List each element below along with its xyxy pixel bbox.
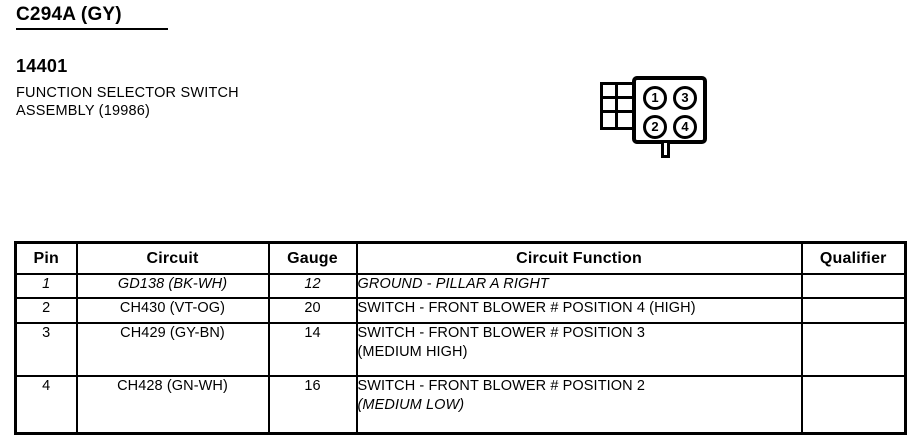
- function-line: SWITCH - FRONT BLOWER # POSITION 2: [357, 378, 646, 394]
- cell-function: SWITCH - FRONT BLOWER # POSITION 4 (HIGH…: [355, 297, 803, 324]
- table-row: 2 CH430 (VT-OG) 20 SWITCH - FRONT BLOWER…: [14, 297, 907, 324]
- cell-gauge: 16: [267, 375, 358, 435]
- table-row: 4 CH428 (GN-WH) 16 SWITCH - FRONT BLOWER…: [14, 375, 907, 435]
- part-description-line-2: ASSEMBLY (19986): [16, 103, 151, 119]
- grid-cell: [618, 85, 633, 99]
- connector-diagram: 1 3 2 4: [596, 70, 716, 165]
- connector-grid-block: [600, 82, 636, 130]
- cell-pin: 3: [14, 322, 78, 377]
- table-row: 3 CH429 (GY-BN) 14 SWITCH - FRONT BLOWER…: [14, 322, 907, 377]
- cell-circuit: GD138 (BK-WH): [75, 273, 270, 299]
- table-row: 1 GD138 (BK-WH) 12 GROUND - PILLAR A RIG…: [14, 273, 907, 299]
- cell-pin: 2: [14, 297, 78, 324]
- grid-cell: [603, 113, 618, 127]
- part-description: FUNCTION SELECTOR SWITCH ASSEMBLY (19986…: [16, 84, 239, 120]
- cell-function: GROUND - PILLAR A RIGHT: [355, 273, 803, 299]
- grid-cell: [618, 99, 633, 113]
- cell-gauge: 14: [267, 322, 358, 377]
- cell-qualifier: [800, 297, 907, 324]
- grid-cell: [603, 85, 618, 99]
- connector-pin-4: 4: [673, 115, 697, 139]
- part-description-line-1: FUNCTION SELECTOR SWITCH: [16, 85, 239, 101]
- function-line: (MEDIUM HIGH): [357, 344, 468, 360]
- cell-gauge: 20: [267, 297, 358, 324]
- column-header-gauge: Gauge: [267, 241, 358, 275]
- cell-pin: 4: [14, 375, 78, 435]
- grid-cell: [618, 113, 633, 127]
- connector-pin-1: 1: [643, 86, 667, 110]
- column-header-pin: Pin: [14, 241, 78, 275]
- pinout-table: Pin Circuit Gauge Circuit Function Quali…: [14, 241, 907, 435]
- title-underline: [16, 28, 168, 30]
- connector-pin-3: 3: [673, 86, 697, 110]
- function-line: SWITCH - FRONT BLOWER # POSITION 3: [357, 325, 646, 341]
- function-line: (MEDIUM LOW): [357, 397, 465, 413]
- cell-pin: 1: [14, 273, 78, 299]
- connector-locking-tab: [661, 143, 670, 158]
- cell-function: SWITCH - FRONT BLOWER # POSITION 2 (MEDI…: [355, 375, 803, 435]
- column-header-qualifier: Qualifier: [800, 241, 907, 275]
- function-line: GROUND - PILLAR A RIGHT: [357, 276, 549, 292]
- column-header-circuit: Circuit: [75, 241, 270, 275]
- part-number: 14401: [16, 56, 68, 76]
- cell-circuit: CH428 (GN-WH): [75, 375, 270, 435]
- connector-id-title: C294A (GY): [16, 4, 122, 25]
- cell-function: SWITCH - FRONT BLOWER # POSITION 3 (MEDI…: [355, 322, 803, 377]
- function-line: SWITCH - FRONT BLOWER # POSITION 4 (HIGH…: [357, 300, 696, 316]
- cell-qualifier: [800, 375, 907, 435]
- connector-pin-2: 2: [643, 115, 667, 139]
- column-header-function: Circuit Function: [355, 241, 803, 275]
- cell-circuit: CH429 (GY-BN): [75, 322, 270, 377]
- table-header-row: Pin Circuit Gauge Circuit Function Quali…: [14, 241, 907, 275]
- cell-gauge: 12: [267, 273, 358, 299]
- cell-qualifier: [800, 273, 907, 299]
- cell-qualifier: [800, 322, 907, 377]
- connector-body: 1 3 2 4: [632, 76, 707, 144]
- cell-circuit: CH430 (VT-OG): [75, 297, 270, 324]
- grid-cell: [603, 99, 618, 113]
